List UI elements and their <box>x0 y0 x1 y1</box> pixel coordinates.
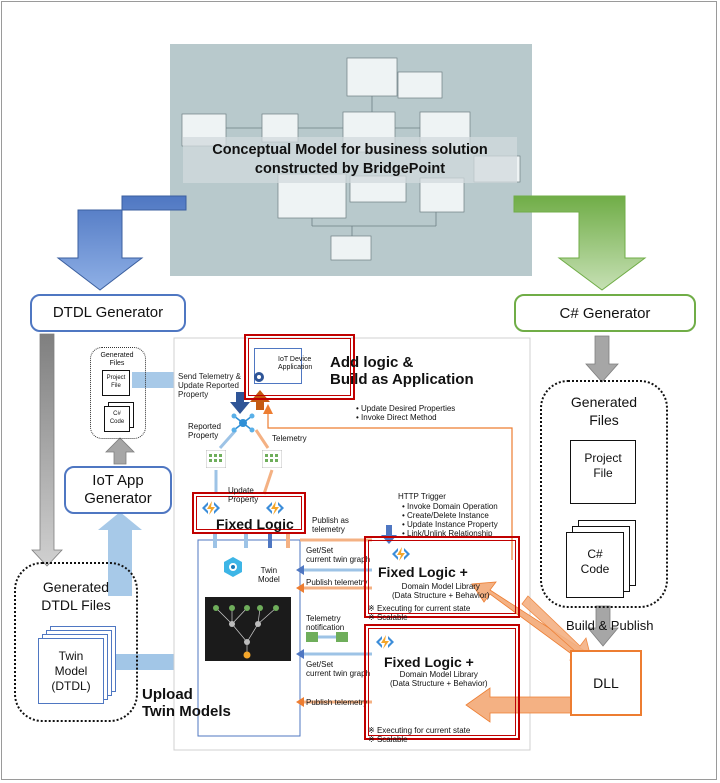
iot-device-app-label: IoT Device Application <box>278 356 313 371</box>
model-title-line2: constructed by BridgePoint <box>254 161 446 177</box>
iot-hub-icon <box>230 412 256 434</box>
arrow-model-to-dtdl <box>56 195 187 291</box>
arrow-csharp-gen-to-files <box>585 335 619 383</box>
generated-dtdl-files-group <box>14 562 138 722</box>
function-icon <box>390 546 412 562</box>
fixed-logic-plus-label-2: Fixed Logic + <box>384 654 474 670</box>
function-icon <box>374 634 396 650</box>
upload-twin-models-label: Upload Twin Models <box>142 686 231 720</box>
dtdl-generator-label: DTDL Generator <box>52 304 164 321</box>
dll-box: DLL <box>570 650 642 716</box>
publish-telemetry-label-2: Publish telemetry <box>306 698 368 707</box>
telemetry-notification-label: Telemetry notification <box>306 614 345 632</box>
arrow-dtdl-gen-to-files <box>31 333 63 567</box>
get-set-label-1: Get/Set current twin graph <box>306 546 371 564</box>
generated-files-small-group <box>90 347 146 439</box>
generated-files-right-title: Generated Files <box>570 394 638 428</box>
function-icon <box>264 500 286 516</box>
reported-property-label: Reported Property <box>188 422 221 440</box>
twin-model-dtdl-document: Twin Model (DTDL) <box>38 638 104 704</box>
project-file-right: Project File <box>570 440 636 504</box>
arrow-model-to-csharp <box>513 195 647 291</box>
function-icon <box>200 500 222 516</box>
publish-as-telemetry-label: Publish as telemetry <box>312 516 349 534</box>
fixed-logic-plus-highlight-2 <box>364 624 520 740</box>
iot-app-generator-line1: IoT App <box>92 472 144 489</box>
arrow-iotgen-to-files <box>105 437 135 465</box>
update-property-label: Update Property <box>228 486 259 504</box>
publish-telemetry-label-1: Publish telemetry <box>306 578 368 587</box>
generated-files-small-title: Generated Files <box>100 352 134 367</box>
iot-app-generator-line2: Generator <box>84 490 152 507</box>
send-telemetry-label: Send Telemetry & Update Reported Propert… <box>178 372 241 399</box>
arrow-dll-to-function2 <box>465 687 586 723</box>
fixed-logic-label: Fixed Logic <box>216 516 294 532</box>
add-logic-label: Add logic & Build as Application <box>330 354 474 388</box>
model-title: Conceptual Model for business solution c… <box>183 137 517 183</box>
csharp-generator-box: C# Generator <box>514 294 696 332</box>
get-set-label-2: Get/Set current twin graph <box>306 660 371 678</box>
direct-ops-list: • Update Desired Properties • Invoke Dir… <box>356 404 456 422</box>
executing-note-1: ※ Executing for current state ※ Scalable <box>368 604 471 622</box>
dtdl-generator-box: DTDL Generator <box>30 294 186 332</box>
line-invoke-direct-method <box>267 412 513 560</box>
iot-app-generator-box: IoT App Generator <box>64 466 172 514</box>
domain-library-label-2: Domain Model Library (Data Structure + B… <box>390 670 488 688</box>
csharp-generator-label: C# Generator <box>559 304 651 322</box>
iot-device-icon <box>252 370 266 384</box>
event-hub-icon <box>261 449 283 469</box>
http-trigger-label: HTTP Trigger <box>398 492 446 501</box>
event-hub-icon <box>205 449 227 469</box>
build-publish-label: Build & Publish <box>566 618 654 633</box>
digital-twins-icon <box>222 556 244 578</box>
model-title-line1: Conceptual Model for business solution <box>212 142 488 158</box>
telemetry-label: Telemetry <box>272 434 307 443</box>
fixed-logic-highlight <box>192 492 306 534</box>
project-file-small: Project File <box>102 370 130 396</box>
fixed-logic-plus-highlight-1 <box>364 536 520 618</box>
dll-label: DLL <box>593 675 619 691</box>
fixed-logic-plus-label-1: Fixed Logic + <box>378 564 468 580</box>
executing-note-2: ※ Executing for current state ※ Scalable <box>368 726 471 744</box>
twin-model-label: Twin Model <box>258 566 280 584</box>
arrow-upload-twin-models <box>110 644 216 680</box>
domain-library-label-1: Domain Model Library (Data Structure + B… <box>392 582 490 600</box>
iot-device-highlight <box>244 334 355 400</box>
event-hub-small-icons <box>306 632 348 642</box>
csharp-code-right: C# Code <box>566 532 624 598</box>
http-trigger-list: • Invoke Domain Operation • Create/Delet… <box>402 502 498 538</box>
generated-dtdl-title: Generated DTDL Files <box>41 579 111 613</box>
generated-files-right-group <box>540 380 668 608</box>
twin-graph-preview <box>205 597 291 661</box>
csharp-code-small: C# Code <box>104 406 130 432</box>
arrow-files-to-dll <box>587 605 619 647</box>
